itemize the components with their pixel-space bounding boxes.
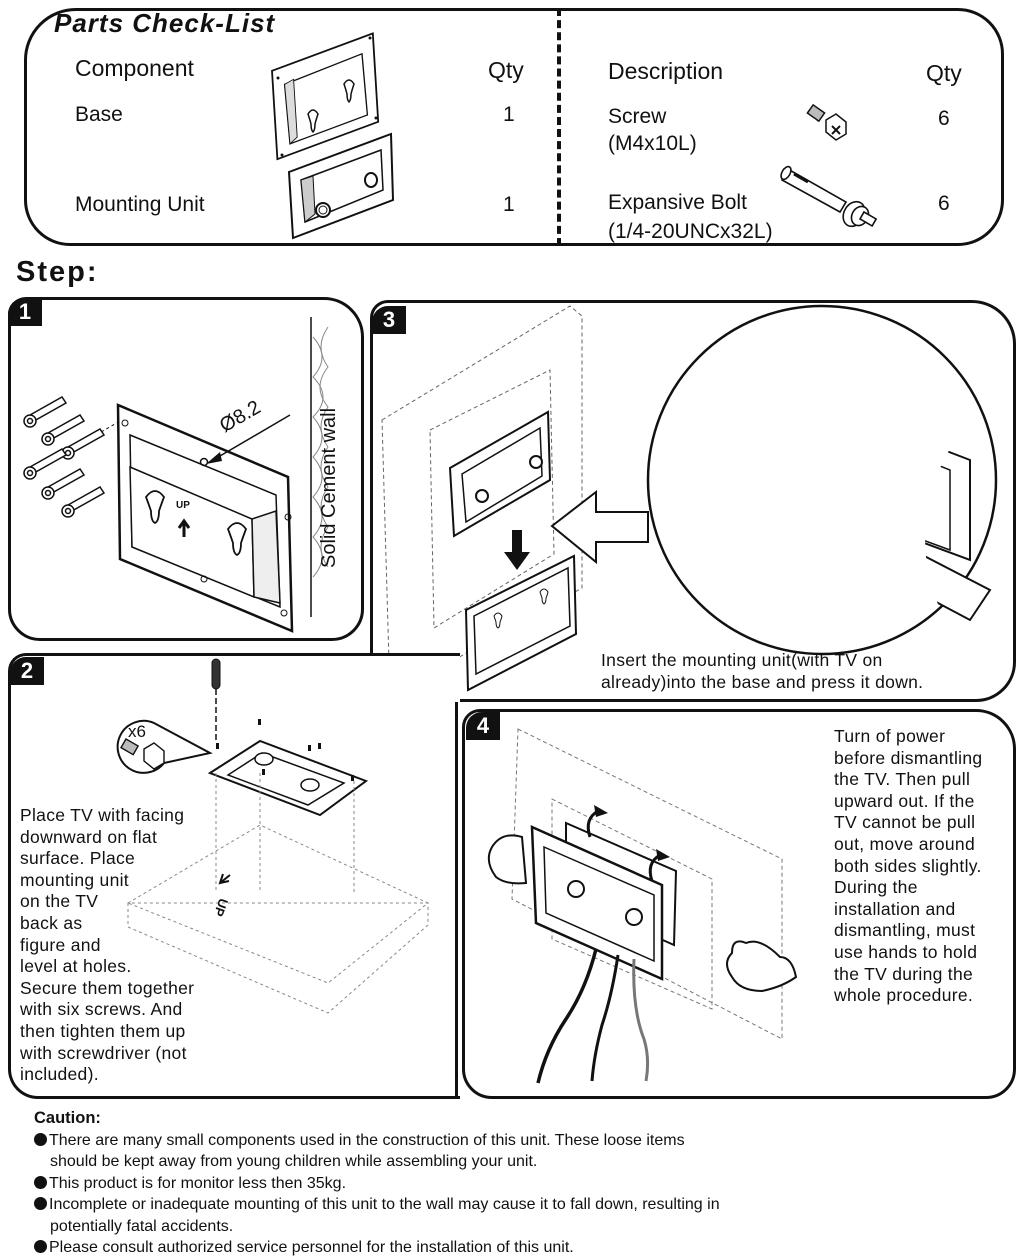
step-2-line: downward on flat (20, 826, 158, 847)
step-3-line: Insert the mounting unit(with TV on (601, 650, 883, 670)
step-2-line: with screwdriver (not (20, 1042, 187, 1063)
bullet-icon (34, 1132, 47, 1146)
hardware-qty-header: Qty (926, 60, 962, 86)
hardware-header: Description (608, 58, 724, 84)
caution-item: There are many small components used in … (34, 1130, 720, 1152)
hardware-qty: 6 (938, 192, 950, 215)
step-2-badge: 2 (10, 657, 44, 685)
step-4-badge: 4 (466, 712, 500, 740)
step-4-line: the TV during the (834, 963, 974, 984)
step-4-illustration (487, 728, 798, 1084)
step-4-line: During the (834, 877, 918, 898)
caution-item: Incomplete or inadequate mounting of thi… (34, 1194, 720, 1216)
step-2-line: figure and (20, 934, 101, 955)
step-1-badge: 1 (8, 298, 42, 326)
step-3-line: already)into the base and press it down. (601, 671, 924, 692)
step-4-line: TV cannot be pull (834, 812, 976, 833)
step-2-line: Place TV with facing (20, 805, 185, 825)
step-2-line: then tighten them up (20, 1020, 186, 1041)
step-4-line: whole procedure. (834, 985, 974, 1006)
caution-item: This product is for monitor less then 35… (34, 1173, 720, 1195)
expansion-bolt-icon (780, 165, 878, 228)
parts-checklist-title: Parts Check-List (54, 8, 276, 38)
step-4-instructions: Turn of power before dismantling the TV.… (834, 726, 982, 1007)
caution-item: Please consult authorized service person… (34, 1237, 720, 1259)
bullet-icon (34, 1197, 47, 1210)
step-3-instructions: Insert the mounting unit(with TV on alre… (601, 650, 923, 693)
screw-icon (806, 103, 847, 141)
component-qty: 1 (503, 103, 515, 126)
caution-text: potentially fatal accidents. (50, 1217, 234, 1235)
step-3-badge: 3 (372, 306, 406, 334)
step-4-line: the TV. Then pull (834, 769, 971, 790)
step-2-line: Secure them together (20, 977, 195, 998)
up-label: UP (176, 500, 190, 511)
caution-section: Caution: There are many small components… (34, 1108, 720, 1259)
component-header: Component (75, 55, 194, 81)
step-2-illustration (116, 658, 429, 1014)
step-2-line: mounting unit (20, 869, 129, 890)
caution-text: Please consult authorized service person… (49, 1239, 574, 1256)
step-2-line: surface. Place (20, 848, 136, 869)
mounting-unit-icon (287, 132, 395, 240)
step-4-line: use hands to hold (834, 941, 978, 962)
caution-text: This product is for monitor less then 35… (49, 1174, 347, 1192)
step-4-line: out, move around (834, 833, 975, 854)
component-qty-header: Qty (488, 57, 524, 83)
steps-heading: Step: (16, 256, 99, 288)
caution-text: Incomplete or inadequate mounting of thi… (49, 1196, 720, 1213)
step-4-line: before dismantling (834, 747, 983, 768)
base-plate-icon (271, 32, 380, 161)
component-qty: 1 (503, 193, 515, 216)
step-2-line: included). (20, 1064, 99, 1085)
checklist-divider (557, 8, 561, 246)
bullet-icon (34, 1240, 47, 1253)
hardware-name: Screw (608, 105, 667, 128)
step-2-line: with six screws. And (20, 999, 183, 1020)
step-4-line: dismantling, must (834, 920, 976, 941)
hardware-spec: (1/4-20UNCx32L) (608, 220, 773, 243)
step-2-line: level at holes. (20, 956, 132, 977)
wall-label: Solid Cement wall (318, 407, 340, 568)
step-3-illustration (381, 304, 998, 697)
screw-count-label: x6 (128, 722, 146, 741)
hardware-name: Expansive Bolt (608, 191, 747, 214)
hardware-qty: 6 (938, 107, 950, 130)
hardware-spec: (M4x10L) (608, 132, 697, 155)
step-2-line: back as (20, 912, 83, 933)
step-4-line: both sides slightly. (834, 855, 982, 876)
caution-text: There are many small components used in … (49, 1131, 685, 1149)
component-name: Base (75, 103, 123, 126)
step-4-line: upward out. If the (834, 790, 975, 811)
caution-title: Caution: (34, 1109, 101, 1127)
parts-checklist-box (24, 8, 1004, 246)
step-2-border (455, 702, 458, 1099)
caution-text: should be kept away from young children … (50, 1153, 538, 1170)
step-4-line: installation and (834, 898, 956, 919)
bullet-icon (34, 1175, 47, 1189)
step-1-illustration (23, 317, 329, 633)
step-4-line: Turn of power (834, 726, 946, 746)
step-2-panel (8, 653, 460, 1099)
component-name: Mounting Unit (75, 193, 205, 216)
step-2-instructions: Place TV with facing downward on flat su… (20, 805, 194, 1086)
step-2-line: on the TV (20, 891, 99, 912)
